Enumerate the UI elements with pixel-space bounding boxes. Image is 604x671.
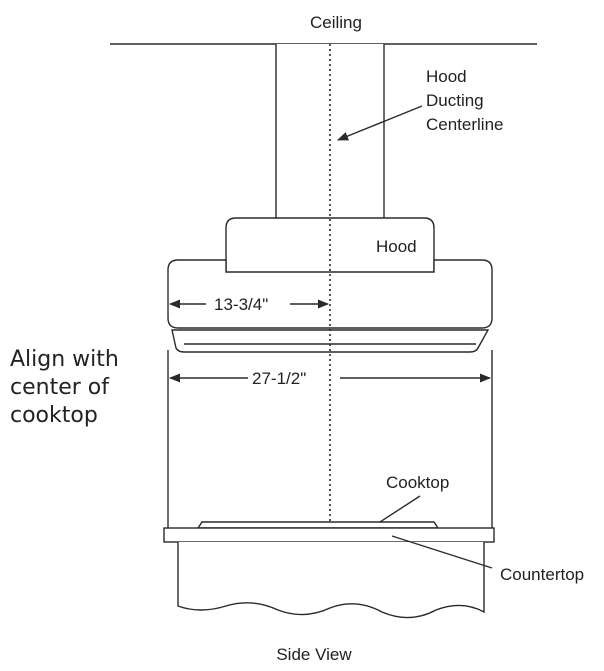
cooktop: [196, 521, 440, 529]
countertop-leader: [391, 535, 493, 569]
ceiling-label: Ceiling: [310, 13, 362, 32]
dim-full-label: 27-1/2": [252, 369, 306, 388]
align-note-line3: cooktop: [10, 403, 98, 428]
dim-half-label: 13-3/4": [214, 295, 268, 314]
side-view-label: Side View: [276, 645, 352, 664]
align-note: Align with center of cooktop: [10, 346, 160, 430]
centerline-leader: [336, 105, 423, 141]
countertop-slab: [163, 527, 495, 543]
cooktop-label: Cooktop: [386, 473, 449, 492]
cooktop-leader: [379, 495, 421, 523]
ducting-label-line3: Centerline: [426, 115, 504, 134]
align-note-line2: center of: [10, 375, 109, 400]
countertop-label: Countertop: [500, 565, 584, 584]
align-note-line1: Align with: [10, 347, 119, 372]
ducting-label-line2: Ducting: [426, 91, 484, 110]
base-cabinet: [177, 542, 485, 619]
hood-label: Hood: [376, 237, 417, 256]
ducting-label-line1: Hood: [426, 67, 467, 86]
